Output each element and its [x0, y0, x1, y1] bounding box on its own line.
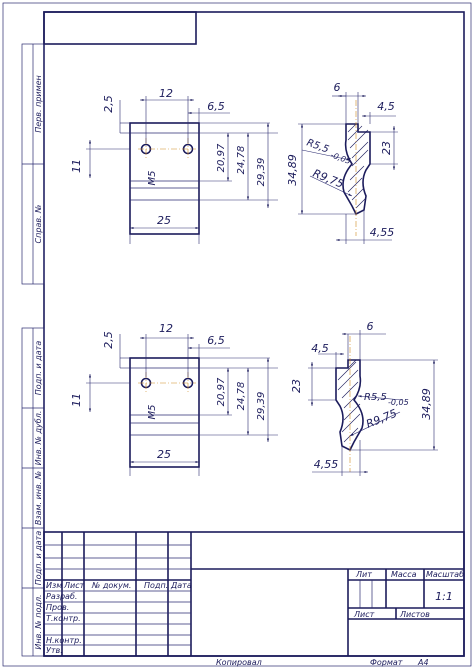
label-m5: М5: [147, 171, 158, 186]
profile-outline: [342, 123, 371, 216]
label-masshtab: Масштаб: [426, 570, 464, 579]
label-r5-5-tol-b: -0,05: [388, 398, 409, 407]
col-doc-no: № докум.: [91, 581, 131, 590]
dim-20-97-b: 20,97: [216, 377, 227, 406]
side-label-perv-primen: Перв. примен: [34, 75, 43, 133]
col-data: Дата: [170, 581, 192, 590]
side-label-podp-data-1: Подп. и дата: [34, 341, 43, 396]
profile-hatching-2: [337, 359, 361, 443]
profile-hatching: [347, 123, 369, 209]
label-r9-75: R9,75: [311, 167, 346, 191]
row-razrab: Разраб.: [46, 592, 77, 601]
dim-4-55-b: 4,55: [314, 458, 339, 471]
side-label-sprav-no: Справ. №: [34, 205, 43, 244]
dim-11-b: 11: [70, 393, 83, 407]
col-izm: Изм: [46, 581, 62, 590]
label-r9-75-b: R9,75: [364, 407, 399, 431]
top-left-stamp-box: [43, 11, 197, 45]
dim-24-78: 24,78: [236, 146, 247, 175]
label-listov: Листов: [399, 610, 430, 619]
col-podp: Подп.: [144, 581, 168, 590]
dim-34-89: 34,89: [286, 154, 299, 186]
footer-format-value: А4: [417, 658, 429, 667]
dim-34-89-b: 34,89: [420, 388, 433, 420]
side-label-inv-dubl: Инв. № дубл.: [34, 411, 43, 466]
scale-value: 1:1: [435, 590, 453, 603]
dim-12: 12: [159, 87, 173, 100]
dim-4-5-b: 4,5: [311, 342, 329, 355]
dim-6: 6: [334, 81, 341, 94]
left-top-stamp: [21, 43, 45, 285]
footer-kopiroval: Копировал: [216, 658, 262, 667]
label-list: Лист: [353, 610, 375, 619]
label-lit: Лит: [355, 570, 372, 579]
dim-20-97: 20,97: [216, 143, 227, 172]
footer-format: Формат: [370, 658, 403, 667]
dim-4-55: 4,55: [370, 226, 395, 239]
plate-outline-2: [129, 357, 200, 468]
view-top: 12 6,5 2,5 11 М5 20,97 24,78 29,39 25: [70, 81, 398, 244]
dim-23: 23: [380, 141, 393, 155]
dim-6-b: 6: [367, 320, 374, 333]
view-bottom: 12 6,5 2,5 11 М5 20,97 24,78 29,39 25: [70, 320, 438, 476]
side-label-podp-data-2: Подп. и дата: [34, 531, 43, 586]
side-label-vzam-inv: Взам. инв. №: [34, 471, 43, 525]
row-utv: Утв.: [46, 646, 63, 655]
row-nkontr: Н.контр.: [46, 636, 82, 645]
label-m5-b: М5: [147, 405, 158, 420]
dim-25-b: 25: [157, 448, 171, 461]
dim-6-5-b: 6,5: [207, 334, 225, 347]
dim-24-78-b: 24,78: [236, 382, 247, 411]
dim-29-39-b: 29,39: [256, 392, 267, 421]
label-massa: Масса: [391, 570, 417, 579]
dim-11: 11: [70, 159, 83, 173]
dim-29-39: 29,39: [256, 158, 267, 187]
dim-12-b: 12: [159, 322, 173, 335]
label-r5-5-b: R5,5: [364, 392, 387, 403]
label-r5-5: R5,5: [305, 137, 330, 155]
row-tkontr: Т.контр.: [46, 614, 81, 623]
label-r5-5-tol: -0,05: [329, 150, 352, 166]
dim-23-b: 23: [290, 379, 303, 393]
title-block: [43, 531, 465, 657]
plate-outline: [129, 122, 200, 235]
dim-2-5: 2,5: [102, 95, 115, 113]
dim-4-5: 4,5: [377, 100, 395, 113]
dim-6-5: 6,5: [207, 100, 225, 113]
row-prov: Пров.: [46, 603, 69, 612]
profile-outline-2: [335, 359, 364, 452]
left-bottom-stamp: [21, 327, 45, 657]
side-label-inv-podl: Инв. № подл.: [34, 594, 43, 649]
dim-25: 25: [157, 214, 171, 227]
col-list: Лист: [63, 581, 85, 590]
dim-2-5-b: 2,5: [102, 331, 115, 349]
